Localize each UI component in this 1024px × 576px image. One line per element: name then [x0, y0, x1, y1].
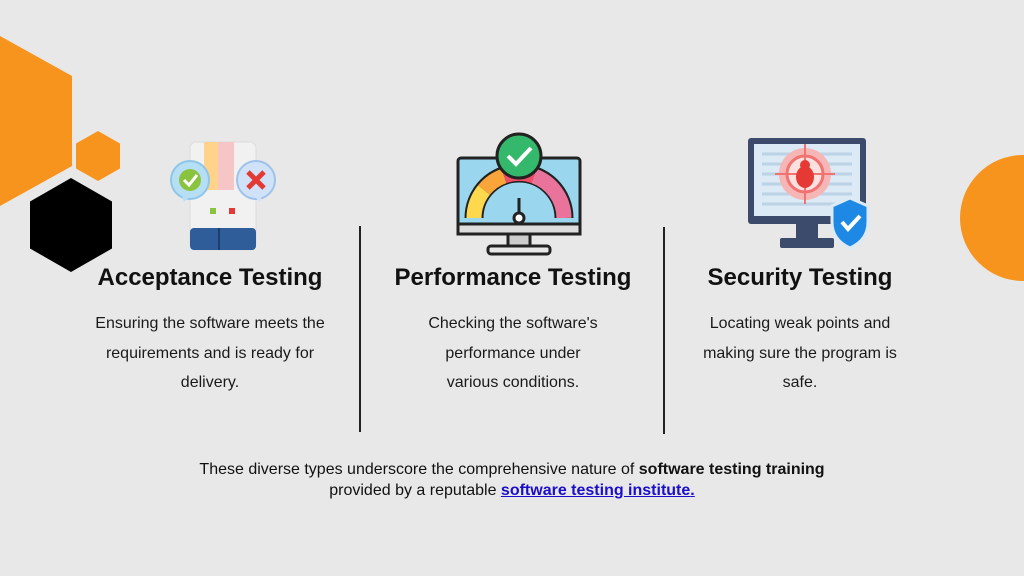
- column-divider: [663, 227, 665, 434]
- column-description: Checking the software's performance unde…: [428, 315, 598, 391]
- summary-text-before: These diverse types underscore the compr…: [199, 461, 639, 478]
- orange-hexagon-large: [0, 36, 72, 206]
- orange-circle: [960, 155, 1024, 281]
- column-divider: [359, 226, 361, 432]
- black-hexagon: [30, 178, 112, 272]
- link-period: .: [690, 482, 695, 499]
- column-description: Locating weak points and making sure the…: [703, 315, 897, 391]
- summary-bold-text: software testing training: [638, 461, 825, 478]
- speedometer-monitor-icon: [456, 132, 582, 256]
- orange-hexagon-small: [76, 131, 120, 181]
- column-description: Ensuring the software meets the requirem…: [95, 315, 325, 391]
- summary-text-middle: provided by a reputable: [329, 482, 501, 499]
- security-testing-column: Security Testing Locating weak points an…: [680, 130, 920, 410]
- software-testing-institute-link[interactable]: software testing institute.: [501, 482, 695, 499]
- performance-testing-column: Performance Testing Checking the softwar…: [380, 130, 646, 410]
- column-title: Acceptance Testing: [97, 264, 323, 291]
- column-title: Performance Testing: [394, 264, 632, 291]
- link-text: software testing institute: [500, 482, 691, 499]
- summary-text: These diverse types underscore the compr…: [0, 459, 1024, 501]
- bug-shield-monitor-icon: [748, 138, 870, 250]
- acceptance-testing-column: Acceptance Testing Ensuring the software…: [80, 130, 340, 410]
- phone-approve-reject-icon: [170, 141, 276, 251]
- column-title: Security Testing: [707, 264, 893, 291]
